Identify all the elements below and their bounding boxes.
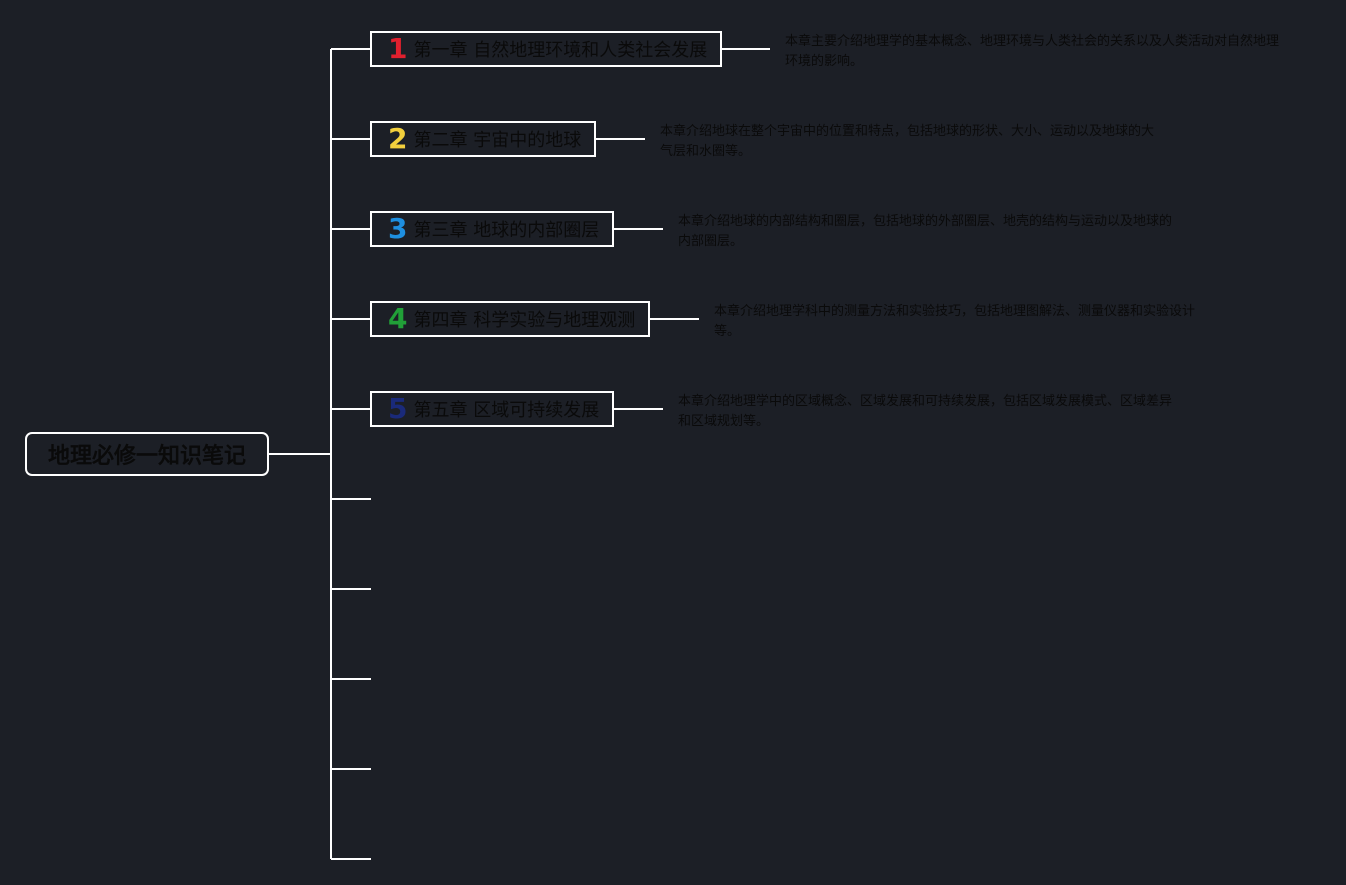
chapter-description-2: 本章介绍地球在整个宇宙中的位置和特点，包括地球的形状、大小、运动以及地球的大气层… bbox=[660, 124, 1155, 159]
chapter-description-3: 本章介绍地球的内部结构和圈层，包括地球的外部圈层、地壳的结构与运动以及地球的内部… bbox=[678, 214, 1173, 249]
chapter-title-1: 第一章 自然地理环境和人类社会发展 bbox=[413, 40, 708, 61]
chapter-node-5[interactable]: 5 第五章 区域可持续发展 bbox=[370, 391, 614, 427]
chapter-number-2: 2 bbox=[388, 122, 408, 155]
chapter-number-4: 4 bbox=[388, 302, 408, 335]
chapter-node-1[interactable]: 1 第一章 自然地理环境和人类社会发展 bbox=[370, 31, 722, 67]
chapter-description-5: 本章介绍地理学中的区域概念、区域发展和可持续发展，包括区域发展模式、区域差异和区… bbox=[678, 394, 1173, 429]
chapter-node-2[interactable]: 2 第二章 宇宙中的地球 bbox=[370, 121, 596, 157]
chapter-number-3: 3 bbox=[388, 212, 408, 245]
chapter-node-4[interactable]: 4 第四章 科学实验与地理观测 bbox=[370, 301, 650, 337]
chapter-description-1: 本章主要介绍地理学的基本概念、地理环境与人类社会的关系以及人类活动对自然地理环境… bbox=[785, 34, 1280, 69]
chapter-number-5: 5 bbox=[388, 392, 408, 425]
chapter-node-3[interactable]: 3 第三章 地球的内部圈层 bbox=[370, 211, 614, 247]
chapter-number-1: 1 bbox=[388, 32, 408, 65]
chapter-title-3: 第三章 地球的内部圈层 bbox=[413, 220, 600, 241]
chapter-description-4: 本章介绍地理学科中的测量方法和实验技巧，包括地理图解法、测量仪器和实验设计等。 bbox=[714, 304, 1196, 339]
chapter-title-2: 第二章 宇宙中的地球 bbox=[413, 130, 582, 151]
root-topic-node[interactable]: 地理必修一知识笔记 bbox=[25, 432, 269, 476]
chapter-title-4: 第四章 科学实验与地理观测 bbox=[413, 310, 636, 331]
chapter-title-5: 第五章 区域可持续发展 bbox=[413, 400, 600, 421]
